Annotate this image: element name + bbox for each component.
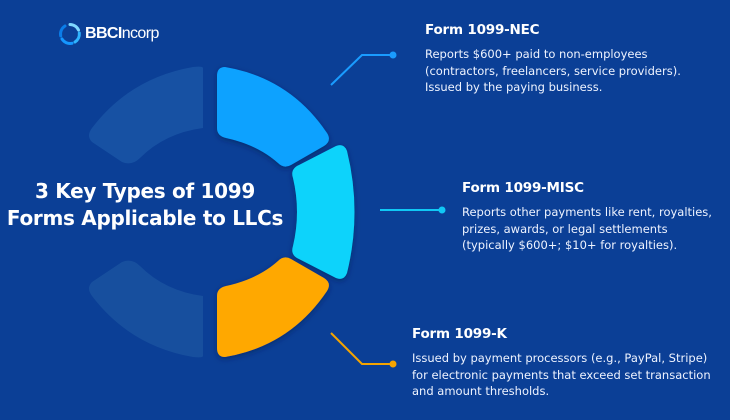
brand-logo: BBCIncorp — [58, 22, 159, 46]
ring-segment-faint-bottom-left — [89, 260, 203, 358]
brand-name-light: ncorp — [121, 25, 160, 42]
form-title: Form 1099-MISC — [462, 180, 584, 196]
form-title: Form 1099-K — [412, 326, 507, 342]
page-title-line-2: Forms Applicable to LLCs — [6, 206, 284, 230]
form-card-1099-nec: Form 1099-NEC Reports $600+ paid to non-… — [425, 22, 715, 96]
connector-misc — [380, 206, 446, 214]
ring-segment-faint-top-left — [89, 66, 203, 164]
form-card-1099-misc: Form 1099-MISC Reports other payments li… — [462, 180, 712, 254]
connector-k — [330, 332, 397, 368]
form-description: Issued by payment processors (e.g., PayP… — [412, 351, 711, 398]
ring-segment-k — [217, 257, 329, 357]
brand-name: BBCIncorp — [85, 25, 159, 43]
ring-segment-nec — [217, 67, 329, 167]
form-description: Reports $600+ paid to non-employees (con… — [425, 47, 681, 94]
ring-segment-misc — [292, 145, 355, 279]
form-card-1099-k: Form 1099-K Issued by payment processors… — [412, 326, 712, 400]
bbcincorp-swirl-logo-icon — [59, 23, 81, 45]
connector-nec — [330, 51, 397, 86]
page-title: 3 Key Types of 1099 Forms Applicable to … — [0, 178, 290, 232]
page-title-line-1: 3 Key Types of 1099 — [34, 179, 255, 203]
form-description: Reports other payments like rent, royalt… — [462, 205, 712, 252]
form-title: Form 1099-NEC — [425, 22, 540, 38]
brand-name-bold: BBCI — [85, 25, 122, 42]
